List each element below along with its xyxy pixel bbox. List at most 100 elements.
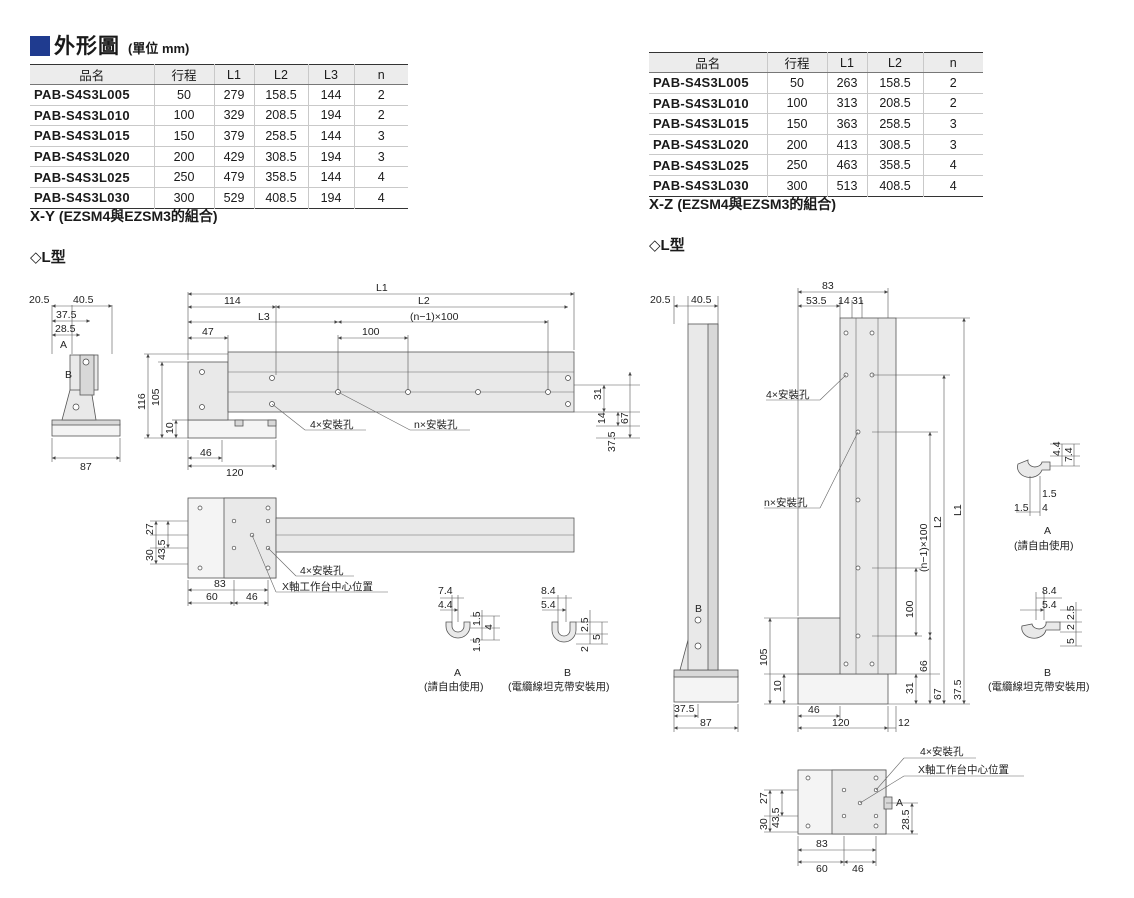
table-xz-cell: 208.5 <box>866 92 923 114</box>
xz-dim-37-5-r: 37.5 <box>952 679 964 700</box>
table-xz-header: n <box>922 52 983 73</box>
table-xz-cell: 3 <box>922 133 983 155</box>
xy-side-hole <box>82 358 90 366</box>
xz-leader-4-mount: 4×安裝孔 <box>766 388 810 401</box>
xy-type: ◇L型 <box>30 249 66 266</box>
dim-L1: L1 <box>376 282 388 294</box>
table-xy-cell: 2 <box>353 104 408 126</box>
heading-square-icon <box>30 36 50 56</box>
table-xz-cell: 2 <box>922 72 983 94</box>
dim-37-5: 37.5 <box>56 309 77 321</box>
xz-side-base <box>673 675 739 703</box>
xy-front-view: L1 114 L2 L3 (n−1)×100 47 100 116 105 10… <box>136 282 640 479</box>
table-xy-cell: 150 <box>153 125 214 147</box>
xz-dim-14: 14 <box>838 295 850 307</box>
table-xy-cell: 329 <box>213 104 254 126</box>
table-xy-cell: 158.5 <box>253 84 308 106</box>
table-xy-cell: 200 <box>153 145 214 167</box>
dim-87: 87 <box>80 461 92 473</box>
detail-b-letter: B <box>564 667 571 679</box>
table-xz-cell: 358.5 <box>866 154 923 176</box>
xy-detail-a: 7.4 4.4 1.5 4 1.5 A (請自由使用) <box>424 585 500 693</box>
dim-1-5: 1.5 <box>471 611 483 626</box>
xz-dim-120: 120 <box>832 717 850 729</box>
xz-dim-67: 67 <box>932 688 944 700</box>
xz-dim-7-4: 7.4 <box>1063 447 1075 462</box>
table-xy-cell: 50 <box>153 84 214 106</box>
leader-center: X軸工作台中心位置 <box>282 580 373 593</box>
xz-detail-a-caption: (請自由使用) <box>1014 539 1074 552</box>
table-xz-header: L2 <box>866 52 923 73</box>
xz-dim-27: 27 <box>758 792 770 804</box>
table-xz-cell: 100 <box>766 92 827 114</box>
table-xy-header: 行程 <box>153 64 214 85</box>
xz-type: ◇L型 <box>649 237 685 254</box>
table-xy-cell: 300 <box>153 186 214 209</box>
table-xz-cell: 413 <box>826 133 867 155</box>
xz-dim-L2: L2 <box>932 516 944 528</box>
xz-dim-31-r: 31 <box>904 682 916 694</box>
table-xz-cell: 313 <box>826 92 867 114</box>
xz-detail-b: 8.4 5.4 2.5 2 5 B (電纜線坦克帶安裝用) <box>988 585 1090 693</box>
dim-pitch: (n−1)×100 <box>410 311 459 323</box>
table-xy-part-number: PAB-S4S3L015 <box>30 125 154 147</box>
table-xy-cell: 144 <box>307 84 354 106</box>
xz-dim-1-5b: 1.5 <box>1014 502 1029 514</box>
xz-title: X-Z <box>649 196 674 213</box>
leader-n-mount: n×安裝孔 <box>414 418 458 431</box>
xz-dim-28-5: 28.5 <box>900 809 912 830</box>
table-xy-part-number: PAB-S4S3L010 <box>30 104 154 126</box>
xz-dim-83-t: 83 <box>816 838 828 850</box>
table-xz-part-number: PAB-S4S3L025 <box>649 154 767 176</box>
table-xz-cell: 300 <box>766 174 827 197</box>
table-xy-header: 品名 <box>30 64 154 85</box>
xz-top-view: A 27 30 43.5 28.5 83 60 46 4×安裝孔 X軸工作台中心… <box>758 745 1024 875</box>
dim-30: 30 <box>144 549 156 561</box>
dim-116: 116 <box>136 393 148 410</box>
table-xz-cell: 50 <box>766 72 827 94</box>
heading-title: 外形圖 <box>54 35 120 58</box>
xy-detail-b: 8.4 5.4 2.5 5 2 B (電纜線坦克帶安裝用) <box>508 585 610 693</box>
dim-83: 83 <box>214 578 226 590</box>
table-xz-cell: 408.5 <box>866 174 923 197</box>
table-xz-header: L1 <box>826 52 867 73</box>
xz-dim-12: 12 <box>898 717 910 729</box>
xz-dim-4: 4 <box>1042 502 1048 514</box>
table-xy-cell: 4 <box>353 166 408 188</box>
table-xy-cell: 144 <box>307 125 354 147</box>
xz-detail-a: 4.4 7.4 1.5 1.5 4 A (請自由使用) <box>1014 441 1080 552</box>
dim-10: 10 <box>164 422 176 434</box>
table-xz-cell: 250 <box>766 154 827 176</box>
xy-top-view: 27 30 43.5 83 60 46 4×安裝孔 X軸工作台中心位置 <box>144 497 575 606</box>
table-xy-cell: 144 <box>307 166 354 188</box>
table-xy-cell: 2 <box>353 84 408 106</box>
leader-4-mount-top: 4×安裝孔 <box>300 564 344 577</box>
xz-dim-46: 46 <box>808 704 820 716</box>
table-xz-cell: 263 <box>826 72 867 94</box>
dim-7-4: 7.4 <box>438 585 453 597</box>
table-xy-cell: 194 <box>307 145 354 167</box>
table-xz-part-number: PAB-S4S3L005 <box>653 75 749 91</box>
xy-side-hole <box>72 403 80 411</box>
xz-dim-40-5: 40.5 <box>691 294 712 306</box>
detail-a-caption: (請自由使用) <box>424 680 484 693</box>
xz-dim-53-5: 53.5 <box>806 295 827 307</box>
xz-front-base <box>797 673 889 705</box>
xz-dim-8-4: 8.4 <box>1042 585 1057 597</box>
xy-side-base <box>51 423 121 437</box>
dim-2: 2 <box>579 646 591 652</box>
table-xy-cell: 429 <box>213 145 254 167</box>
table-xy-cell: 208.5 <box>253 104 308 126</box>
table-xz-cell: 513 <box>826 174 867 197</box>
xy-front-base <box>187 419 277 439</box>
dim-1-5b: 1.5 <box>471 637 483 652</box>
table-xz-part-number: PAB-S4S3L010 <box>649 92 767 114</box>
xz-dim-100: 100 <box>904 600 916 618</box>
xz-dim-87: 87 <box>700 717 712 729</box>
xz-side-view: B 20.5 40.5 37.5 87 <box>650 294 739 732</box>
table-xy-cell: 308.5 <box>253 145 308 167</box>
table-xz-cell: 308.5 <box>866 133 923 155</box>
